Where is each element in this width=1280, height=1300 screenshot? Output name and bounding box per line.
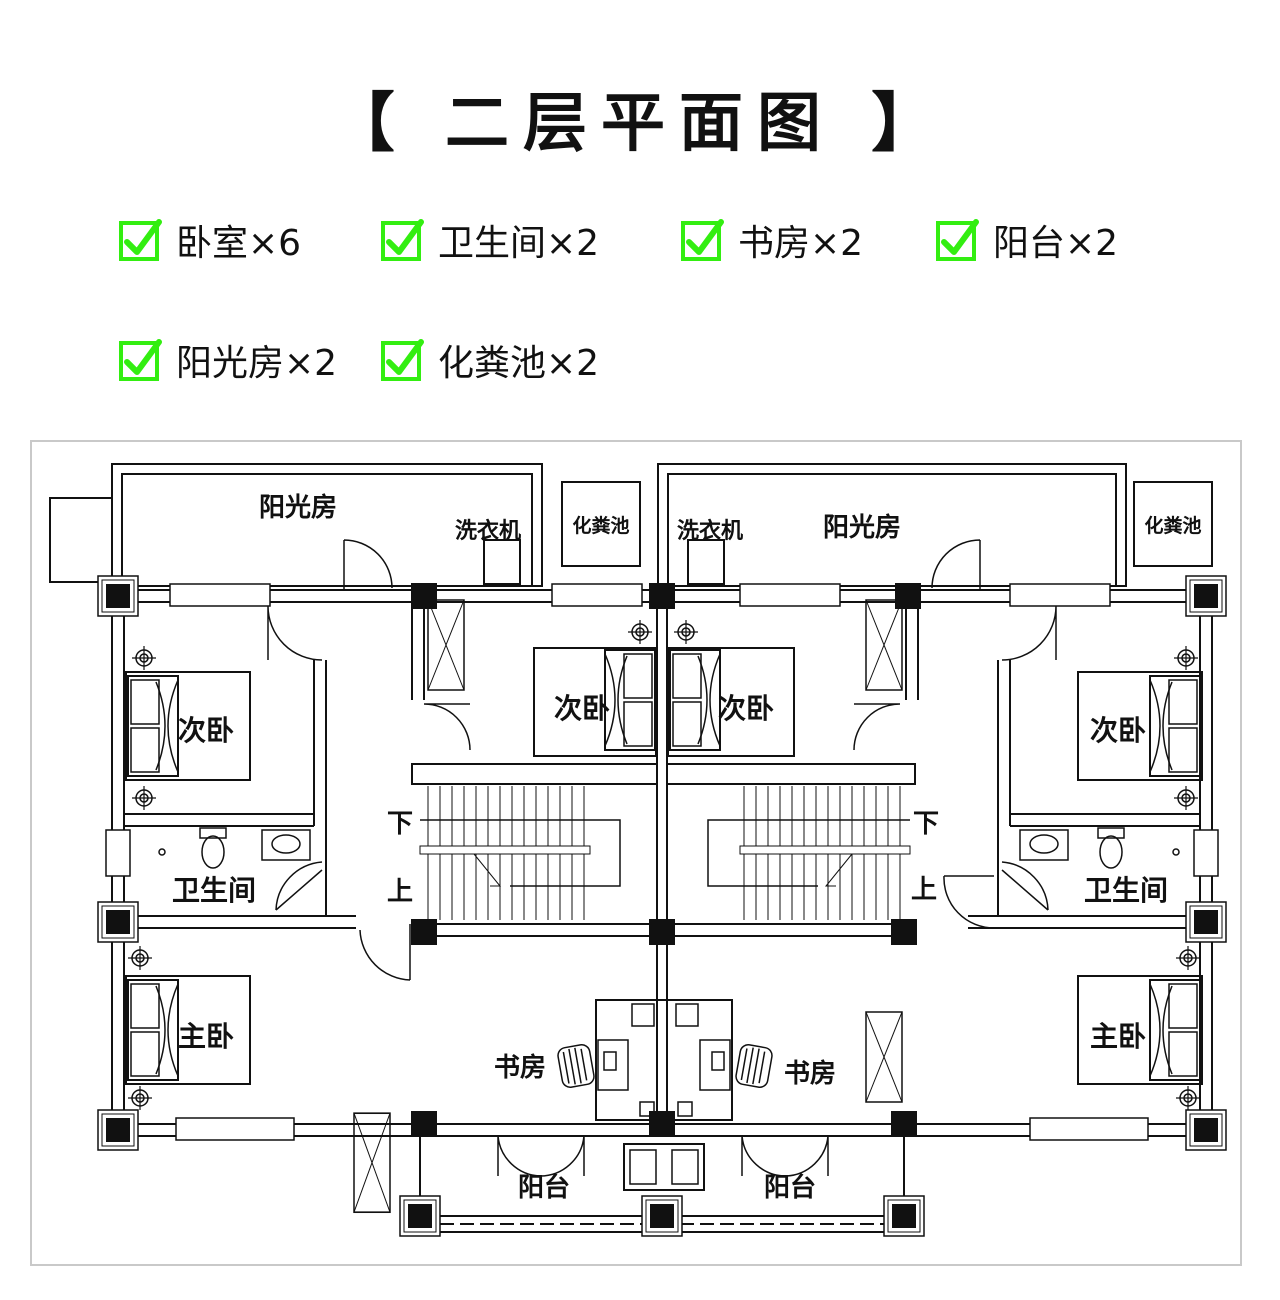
checkbox-icon: [119, 339, 162, 381]
label-septic-left: 化粪池: [572, 514, 629, 537]
doors: [267, 539, 1057, 1177]
label-balcony-right: 阳台: [764, 1172, 816, 1203]
legend-item-septic: 化粪池×2: [380, 336, 599, 384]
legend-item-bathroom: 卫生间×2: [380, 216, 599, 264]
label-bedroom-2-center-left: 次卧: [554, 692, 610, 725]
label-stair-down-left: 下: [387, 809, 413, 839]
label-bedroom-2-right: 次卧: [1090, 714, 1146, 747]
label-master-left: 主卧: [178, 1020, 234, 1053]
label-bathroom-left: 卫生间: [172, 874, 256, 907]
windows: [105, 583, 1219, 1141]
study-furniture: [557, 1003, 773, 1185]
label-stair-up-left: 上: [387, 877, 413, 907]
label-septic-right: 化粪池: [1144, 514, 1201, 537]
label-sunroom-left: 阳光房: [259, 493, 337, 523]
checkbox-icon: [936, 219, 979, 261]
floor-plan-frame: [30, 440, 1242, 1266]
legend-item-bedroom: 卧室×6: [118, 216, 301, 264]
label-study-right: 书房: [784, 1059, 836, 1089]
label-washer-right: 洗衣机: [677, 518, 743, 544]
label-sunroom-right: 阳光房: [823, 513, 901, 543]
label-washer-left: 洗衣机: [455, 518, 521, 544]
legend-label: 书房×2: [738, 223, 864, 264]
label-master-right: 主卧: [1090, 1020, 1146, 1053]
label-study-left: 书房: [494, 1053, 546, 1083]
beds: [125, 619, 1203, 1111]
stairs-left: [419, 786, 621, 920]
legend-label: 卧室×6: [176, 223, 302, 264]
label-stair-up-right: 上: [911, 875, 937, 905]
legend-item-study: 书房×2: [680, 216, 863, 264]
label-bedroom-2-center-right: 次卧: [718, 692, 774, 725]
label-bedroom-2-left: 次卧: [178, 714, 234, 747]
page-title: 【 二层平面图 】: [330, 87, 950, 161]
label-stair-down-right: 下: [913, 809, 939, 839]
legend-label: 阳台×2: [993, 223, 1119, 264]
checkbox-icon: [119, 219, 162, 261]
checkbox-icon: [381, 219, 424, 261]
label-balcony-left: 阳台: [518, 1172, 570, 1203]
legend-label: 卫生间×2: [438, 223, 600, 264]
legend-item-sunroom: 阳光房×2: [118, 336, 337, 384]
room-labels: 阳光房 阳光房 洗衣机 洗衣机 化粪池 化粪池 次卧 次卧 次卧 次卧 卫生间 …: [172, 493, 1202, 1203]
checkbox-icon: [681, 219, 724, 261]
legend-item-balcony: 阳台×2: [935, 216, 1118, 264]
bathroom-fixtures: [158, 827, 1180, 869]
stairs-right: [707, 786, 911, 920]
legend-label: 阳光房×2: [176, 343, 338, 384]
checkbox-icon: [381, 339, 424, 381]
label-bathroom-right: 卫生间: [1084, 874, 1168, 907]
legend-label: 化粪池×2: [438, 343, 600, 384]
wall-lines: [49, 463, 1213, 1233]
